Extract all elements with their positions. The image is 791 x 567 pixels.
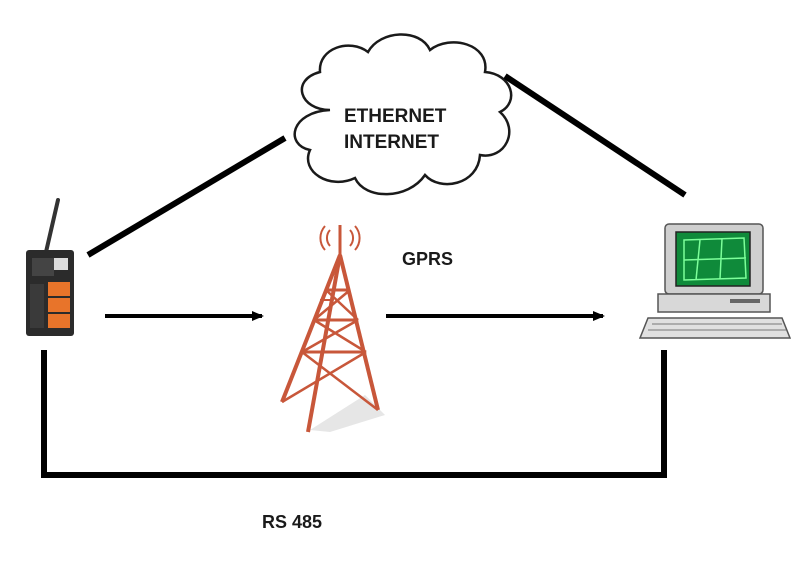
rs485-wire [41, 350, 667, 478]
cell-tower-icon [280, 225, 385, 433]
gateway-device-icon [26, 198, 74, 336]
gateway-to-cloud-line [86, 135, 287, 258]
cloud-to-computer-line [503, 73, 687, 198]
cloud-icon: ETHERNET INTERNET [293, 33, 513, 196]
desktop-computer-icon [638, 223, 791, 339]
cloud-label-ethernet: ETHERNET [344, 106, 447, 127]
gprs-label: GPRS [402, 249, 453, 269]
cloud-label-internet: INTERNET [344, 132, 439, 153]
rs485-label: RS 485 [262, 512, 322, 532]
